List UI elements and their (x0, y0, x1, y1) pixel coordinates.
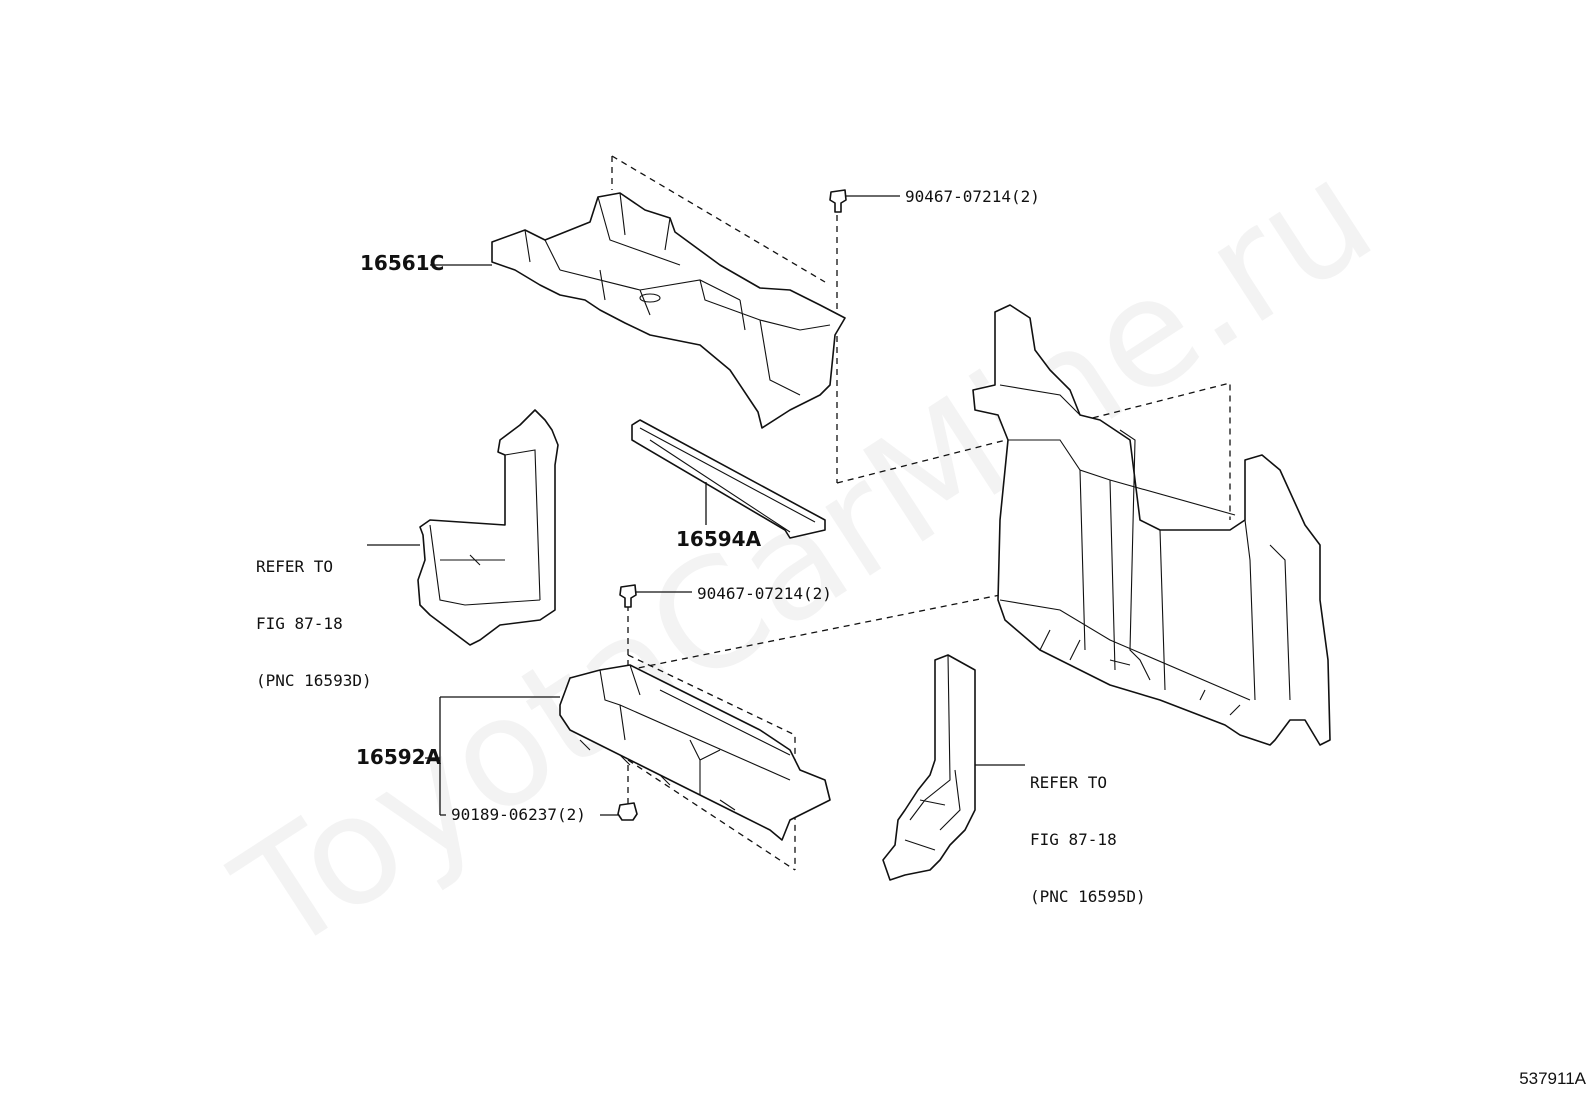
refer-left-line-1: REFER TO (256, 557, 334, 576)
clip-bottom-icon (617, 802, 638, 821)
label-16592A: 16592A (356, 745, 442, 769)
refer-right-line-2: FIG 87-18 (1030, 830, 1117, 849)
diagram-code: 537911A (1519, 1069, 1586, 1088)
refer-right-line-3: (PNC 16595D) (1030, 887, 1146, 906)
label-clip-mid: 90467-07214(2) (697, 584, 832, 603)
label-16561C: 16561C (360, 251, 445, 275)
refer-right-note: REFER TO FIG 87-18 (PNC 16595D) (1030, 735, 1146, 944)
clip-top-icon (829, 189, 847, 213)
alignment-lines (611, 155, 1231, 871)
label-clip-bottom: 90189-06237(2) (451, 805, 586, 824)
refer-right-line-1: REFER TO (1030, 773, 1108, 792)
radiator-support (972, 304, 1331, 746)
refer-left-line-2: FIG 87-18 (256, 614, 343, 633)
refer-left-line-3: (PNC 16593D) (256, 671, 372, 690)
part-16595D-right-guide (882, 654, 976, 881)
part-16594A (631, 419, 826, 539)
leader-lines (367, 195, 1025, 816)
clip-mid-icon (619, 584, 637, 608)
label-clip-top: 90467-07214(2) (905, 187, 1040, 206)
label-16594A: 16594A (676, 527, 762, 551)
part-16593D-left-guide (417, 409, 559, 646)
refer-left-note: REFER TO FIG 87-18 (PNC 16593D) (256, 519, 372, 728)
part-16592A (559, 664, 831, 841)
part-16561C (491, 192, 846, 429)
